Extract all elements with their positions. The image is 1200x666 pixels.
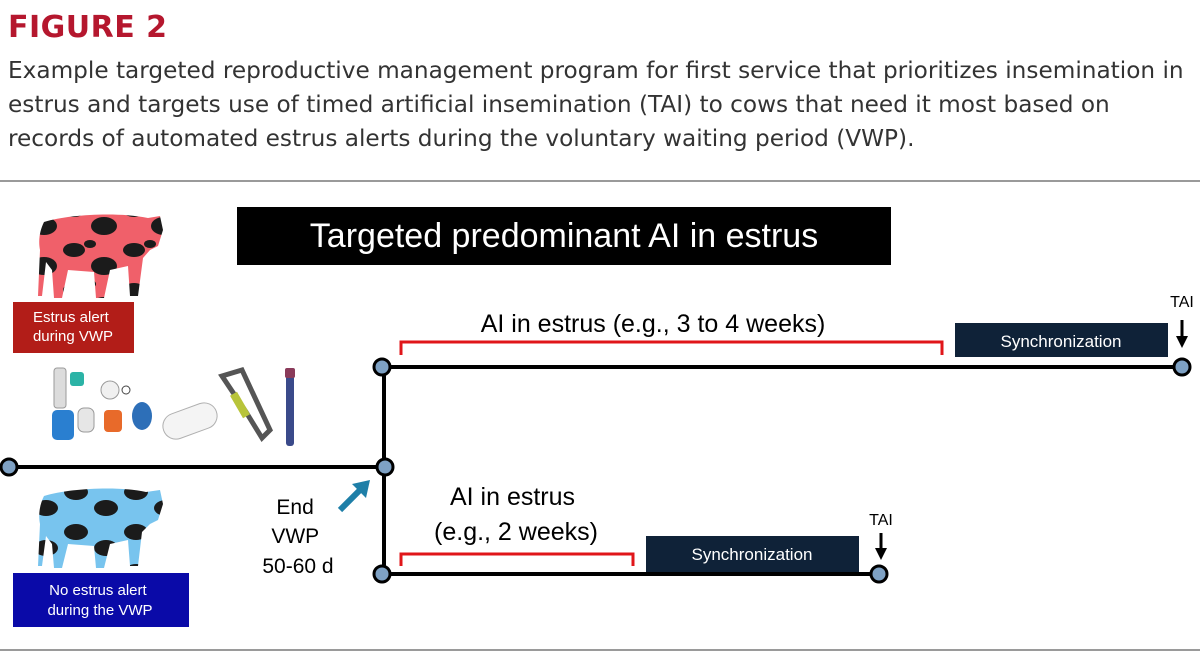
estrus-alert-box (13, 302, 134, 353)
title-banner (237, 207, 891, 265)
no-estrus-alert-box (13, 573, 189, 627)
top-tai-label: TAI (1170, 294, 1194, 311)
top-ai-bracket (399, 340, 944, 355)
top-branch-start-node (372, 357, 392, 377)
bottom-ai-bracket (399, 552, 635, 566)
top-branch-end-node (1172, 357, 1192, 377)
red-cow-icon (38, 214, 163, 298)
diagram-title: Targeted predominant AI in estrus (310, 217, 818, 255)
activity-monitor-devices-icon (52, 366, 295, 446)
top-rule (0, 180, 1200, 182)
top-ai-estrus-label: AI in estrus (e.g., 3 to 4 weeks) (481, 310, 826, 338)
bottom-branch-end-node (869, 564, 889, 584)
bottom-branch-start-node (372, 564, 392, 584)
bottom-sync-label: Synchronization (692, 545, 813, 564)
figure-caption: Example targeted reproductive management… (8, 57, 1184, 152)
figure-label: FIGURE 2 (8, 10, 168, 45)
end-vwp-arrow-icon (337, 480, 370, 513)
bottom-tai-arrow-icon (875, 533, 887, 560)
start-node (0, 457, 19, 477)
bottom-tai-label: TAI (869, 512, 893, 529)
estrus-alert-label: Estrus alert during VWP (33, 309, 113, 345)
top-sync-box (955, 323, 1168, 357)
end-vwp-node (375, 457, 395, 477)
top-sync-label: Synchronization (1001, 332, 1122, 351)
bottom-rule (0, 649, 1200, 651)
top-tai-arrow-icon (1176, 320, 1188, 348)
bottom-ai-estrus-label: AI in estrus (e.g., 2 weeks) (434, 483, 598, 546)
bottom-sync-box (646, 536, 859, 572)
blue-cow-icon (38, 488, 163, 568)
no-estrus-alert-label: No estrus alert during the VWP (47, 582, 152, 619)
end-vwp-label: End VWP 50-60 d (262, 496, 333, 578)
